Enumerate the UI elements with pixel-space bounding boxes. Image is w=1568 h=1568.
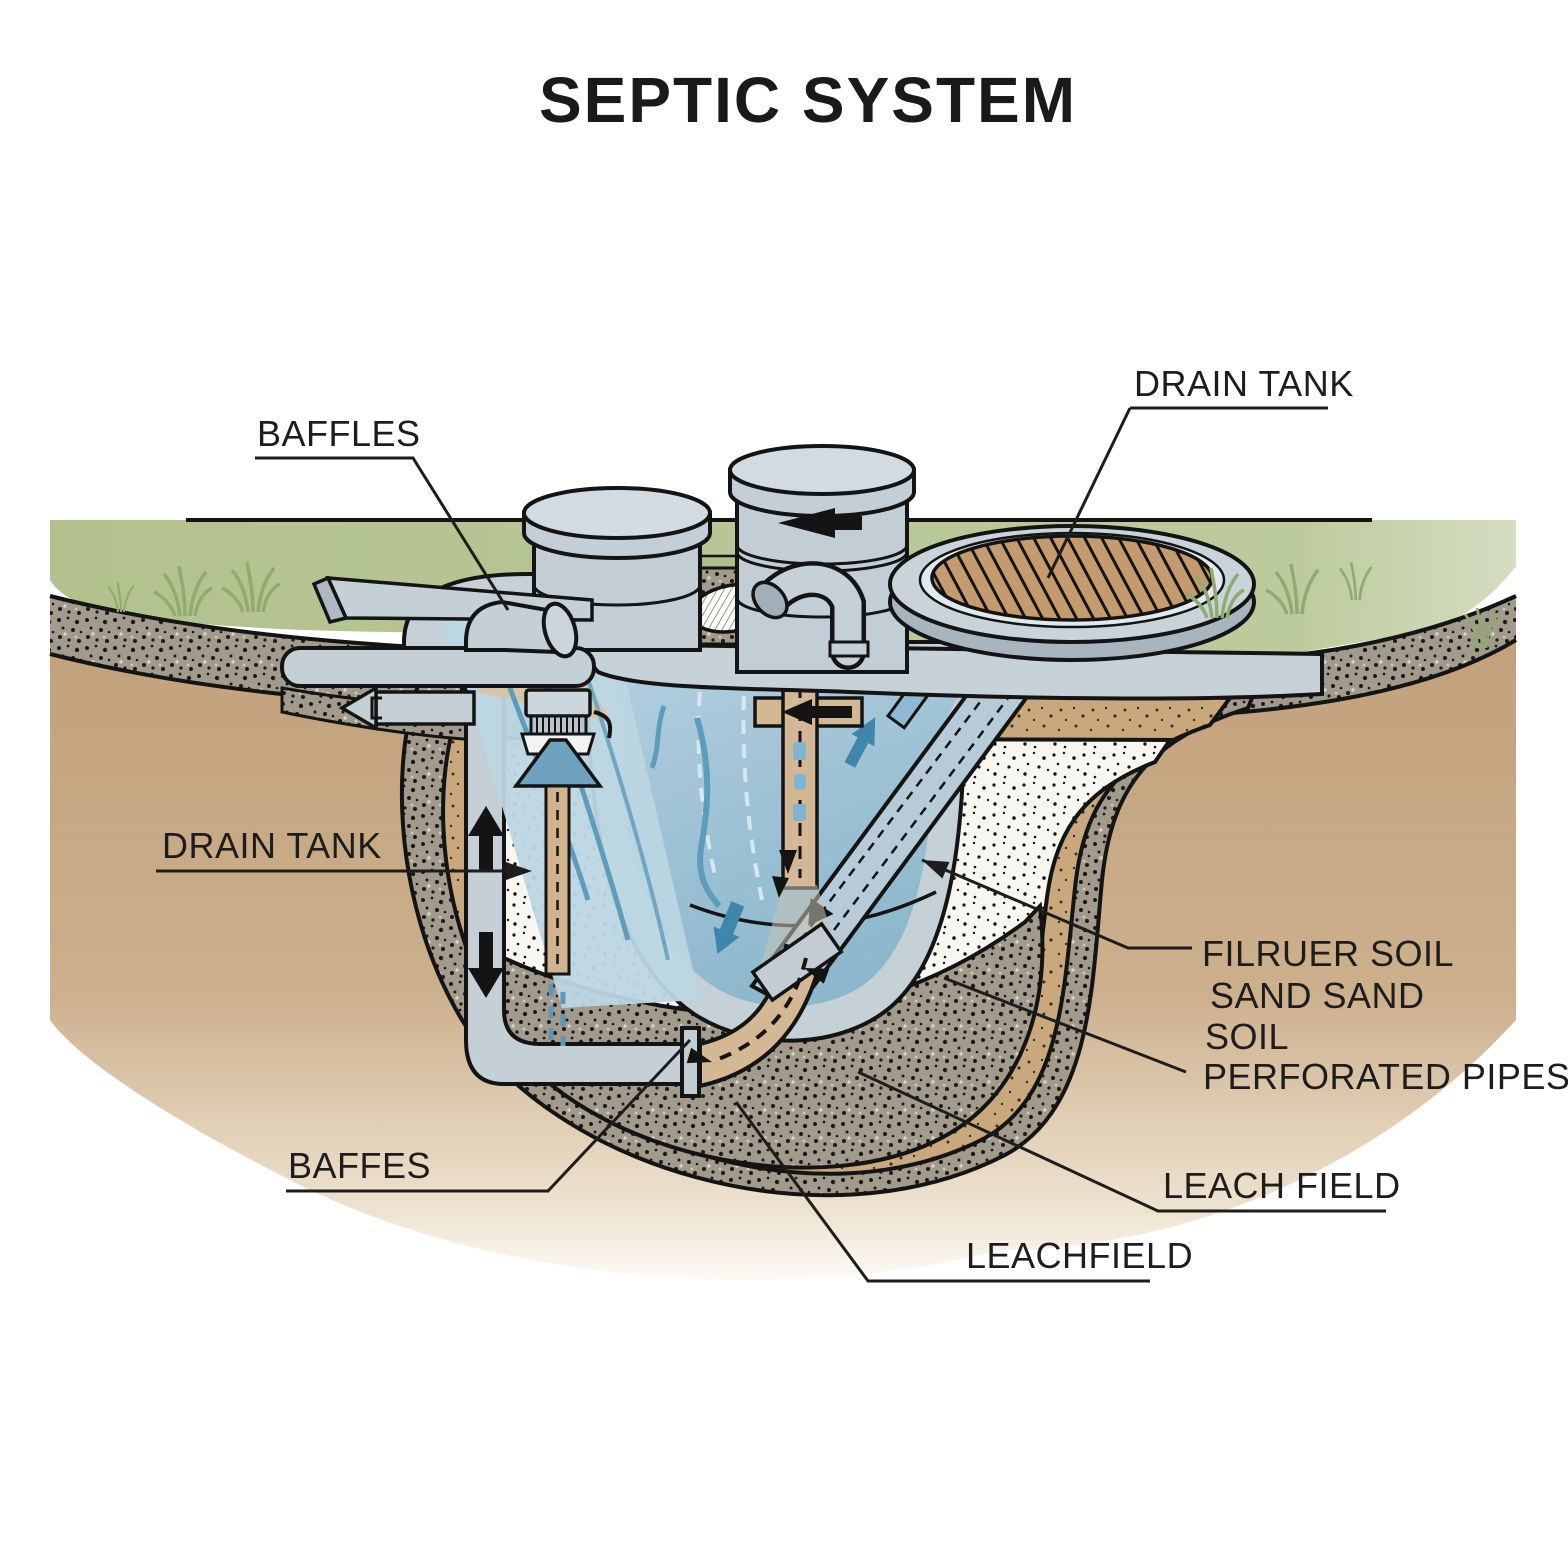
leader-lines bbox=[156, 406, 1386, 1283]
device-tube bbox=[544, 784, 571, 976]
pointed-pipe bbox=[338, 684, 476, 732]
label-baffes-bottom: BAFFES bbox=[288, 1145, 431, 1186]
water-streak bbox=[649, 705, 667, 769]
leader-leachfield bbox=[734, 1101, 1150, 1283]
grate-slats bbox=[932, 536, 1212, 620]
outlet-elbow-bottom bbox=[686, 921, 844, 1089]
label-drain-tank-top: DRAIN TANK bbox=[1134, 363, 1354, 404]
down-arrow bbox=[468, 932, 504, 998]
label-baffles-top: BAFFLES bbox=[257, 413, 421, 454]
horizontal-pipe bbox=[280, 646, 596, 688]
leader-drain-tank-top-diag bbox=[1046, 407, 1132, 579]
pipe-collar bbox=[541, 601, 579, 659]
label-perforated-pipes: PERFORATED PIPES bbox=[1203, 1056, 1568, 1097]
device-ribs bbox=[529, 714, 588, 736]
label-filruer-soil: FILRUER SOIL bbox=[1202, 933, 1454, 974]
device-hook-pipe bbox=[593, 710, 613, 739]
riser-right bbox=[728, 444, 916, 674]
label-soil: SOIL bbox=[1205, 1016, 1289, 1057]
inlet-cascade bbox=[452, 638, 700, 1008]
leader-drain-tank-left bbox=[156, 862, 532, 880]
up-arrow bbox=[468, 806, 504, 872]
grass-tufts bbox=[107, 561, 1500, 649]
drain-grate bbox=[888, 524, 1256, 662]
riser-outlet-elbow bbox=[751, 561, 870, 670]
leader-baffles-top bbox=[255, 456, 510, 611]
drip-lines bbox=[548, 984, 566, 1046]
riser-left bbox=[522, 486, 712, 652]
device-cap bbox=[524, 688, 592, 718]
sloped-pipe-cap bbox=[311, 575, 349, 625]
page-title: SEPTIC SYSTEM bbox=[539, 64, 1077, 136]
label-leach-field: LEACH FIELD bbox=[1163, 1165, 1401, 1206]
water-stream bbox=[696, 667, 718, 881]
cascade-streak bbox=[578, 654, 670, 961]
vent-filter-device bbox=[512, 688, 613, 1046]
leader-filruer-soil bbox=[921, 858, 1192, 950]
vertical-pipe-elbow bbox=[464, 599, 560, 655]
labels: DRAIN TANK BAFFLES DRAIN TANK FILRUER SO… bbox=[162, 363, 1568, 1276]
leader-baffes-bottom bbox=[286, 1038, 692, 1193]
label-drain-tank-left: DRAIN TANK bbox=[162, 825, 382, 866]
label-sand-sand: SAND SAND bbox=[1210, 975, 1425, 1016]
pipe-down-arrowhead bbox=[779, 850, 797, 874]
label-leachfield: LEACHFIELD bbox=[966, 1235, 1193, 1276]
pipe-down-arrowhead bbox=[772, 876, 789, 898]
tee-left-arrow bbox=[782, 699, 852, 725]
water-streak bbox=[694, 717, 722, 908]
leader-leach-field bbox=[857, 1070, 1386, 1213]
device-cone bbox=[512, 738, 604, 788]
water-stream bbox=[741, 671, 764, 901]
left-distribution-pipes bbox=[280, 575, 596, 732]
leader-perforated-pipes bbox=[943, 976, 1187, 1074]
riser-left-arrow bbox=[778, 508, 862, 538]
